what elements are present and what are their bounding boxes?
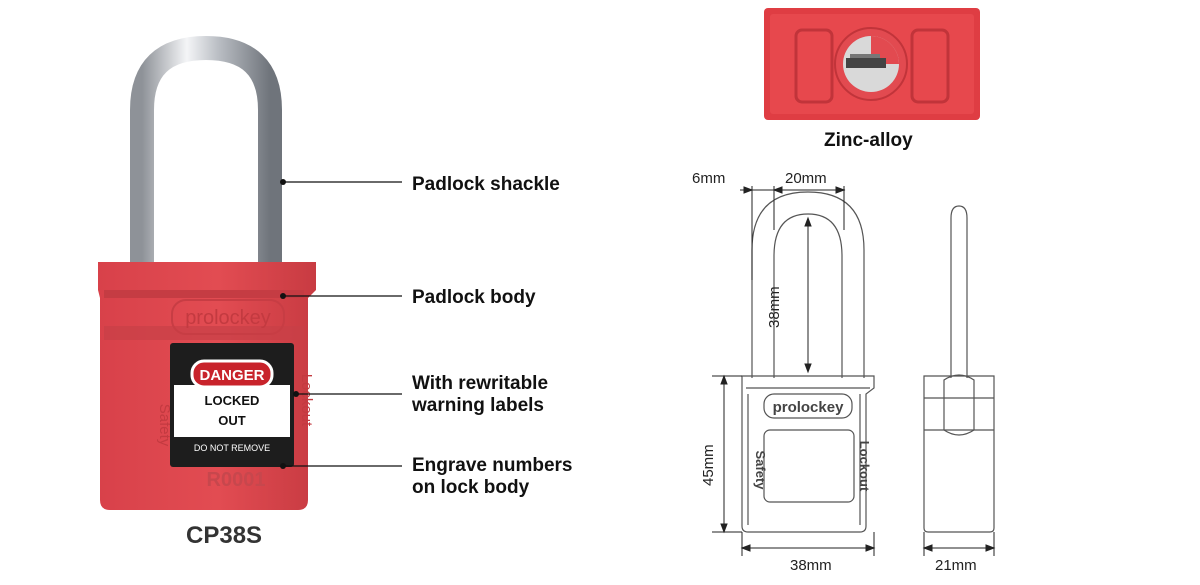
- side-view-drawing: [923, 205, 995, 533]
- callout-labels-line1: With rewritable: [412, 373, 549, 394]
- lockout-emboss: Lockout: [298, 374, 315, 427]
- callout-shackle: Padlock shackle: [412, 174, 560, 195]
- dim-body-thickness: 21mm: [935, 557, 977, 574]
- padlock-shackle: [130, 35, 282, 270]
- label-danger-header: DANGER: [199, 367, 264, 384]
- dim-body-width: 38mm: [790, 557, 832, 574]
- warning-label: DANGER LOCKED OUT DO NOT REMOVE: [170, 343, 294, 467]
- callout-body: Padlock body: [412, 287, 536, 308]
- model-name: CP38S: [186, 522, 263, 549]
- dimension-lines: [712, 186, 996, 556]
- label-line1: LOCKED: [205, 393, 260, 408]
- dim-shackle-diameter: 6mm: [692, 170, 726, 187]
- engraved-number: R0001: [207, 469, 266, 491]
- material-caption: Zinc-alloy: [824, 130, 913, 151]
- callout-engrave-line1: Engrave numbers: [412, 455, 573, 476]
- dim-body-height: 45mm: [700, 444, 717, 486]
- brand-emboss: prolockey: [185, 307, 271, 329]
- callout-dots: [280, 179, 299, 469]
- callout-engrave-line2: on lock body: [412, 477, 530, 498]
- dim-shackle-clearance: 38mm: [766, 286, 783, 328]
- keyway-closeup: [764, 8, 980, 120]
- callout-labels-line2: warning labels: [412, 395, 544, 416]
- label-footer: DO NOT REMOVE: [194, 443, 270, 453]
- callout-engrave: Engrave numbers on lock body: [412, 455, 573, 499]
- safety-emboss: Safety: [156, 404, 173, 447]
- drawing-lockout: Lockout: [857, 441, 872, 492]
- drawing-safety: Safety: [753, 450, 768, 490]
- label-line2: OUT: [218, 413, 246, 428]
- drawing-brand: prolockey: [773, 399, 845, 416]
- dim-shackle-inner-width: 20mm: [785, 170, 827, 187]
- front-view-drawing: [741, 191, 875, 533]
- callout-lines: [283, 181, 402, 467]
- callout-labels: With rewritable warning labels: [412, 373, 548, 417]
